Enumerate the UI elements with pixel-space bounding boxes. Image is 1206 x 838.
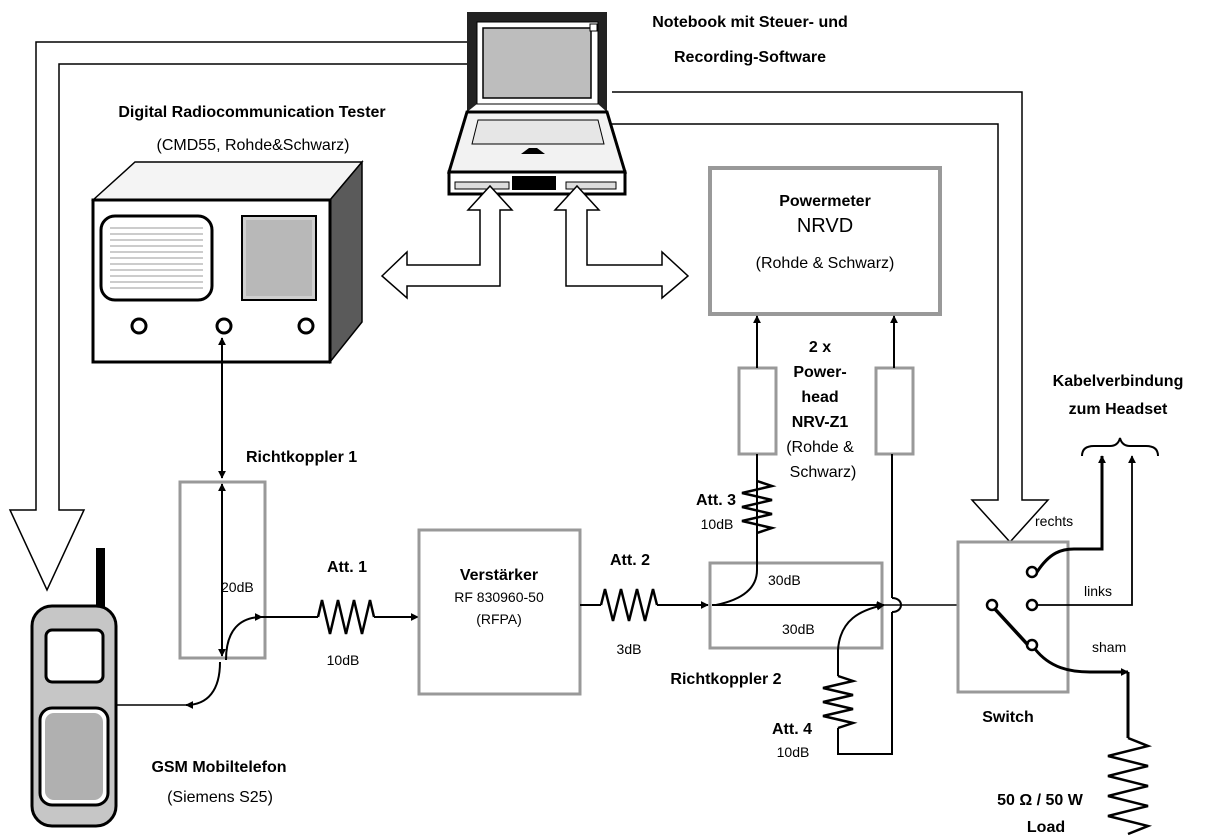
switch-terminal-rechts: [1025, 565, 1039, 579]
switch-terminal-links: [1025, 598, 1039, 612]
richtkoppler-1-coupling: 20dB: [221, 579, 254, 595]
att-3-label: Att. 3: [696, 492, 736, 509]
switch-sham-label: sham: [1092, 639, 1126, 655]
richtkoppler-2-coupling-bottom: 30dB: [782, 621, 815, 637]
headset-brace: [1081, 437, 1159, 457]
radiocommunication-tester-icon: [91, 159, 364, 365]
control-arrow-to-phone: [8, 41, 474, 592]
switch-box: [956, 540, 1070, 694]
tester-model: (CMD55, Rohde&Schwarz): [157, 137, 350, 154]
load-label-2: Load: [1027, 819, 1065, 836]
line-sham-load: [1033, 648, 1129, 676]
powermeter-model: NRVD: [797, 215, 853, 237]
switch-rechts-label: rechts: [1035, 513, 1073, 529]
powerhead-line-3: head: [801, 389, 838, 406]
powerhead-line-5: (Rohde &: [786, 439, 854, 456]
att-1-label: Att. 1: [327, 559, 367, 576]
powermeter-box: [708, 166, 942, 316]
powerhead-1-box: [737, 366, 778, 456]
coupler1-phone-path: [185, 661, 221, 709]
att-1-value: 10dB: [327, 652, 360, 668]
switch-terminal-sham: [1025, 638, 1039, 652]
switch-blade: [992, 606, 1030, 647]
att-2-label: Att. 2: [610, 552, 650, 569]
powerhead-line-1: 2 x: [809, 339, 831, 356]
amplifier-box: [417, 528, 582, 696]
switch-links-label: links: [1084, 583, 1112, 599]
line-att4-powerhead2: [837, 612, 893, 755]
line-rechts-headset: [1035, 455, 1106, 573]
kabel-label-2: zum Headset: [1069, 401, 1168, 418]
att-3-value: 10dB: [701, 516, 734, 532]
powerhead-2-box: [874, 366, 915, 456]
richtkoppler-2-label: Richtkoppler 2: [670, 671, 781, 688]
switch-common-terminal: [985, 598, 999, 612]
att-2-value: 3dB: [617, 641, 642, 657]
amplifier-model: RF 830960-50: [454, 589, 544, 605]
coupler2-forward-coupled: [715, 480, 758, 606]
powerhead-line-2: Power-: [793, 364, 846, 381]
load-resistor: [1107, 736, 1153, 836]
line-links-headset: [1037, 455, 1136, 606]
bus-arrow-notebook-powermeter: [553, 184, 690, 300]
att-1-resistor: [316, 599, 376, 635]
richtkoppler-1-label: Richtkoppler 1: [246, 449, 357, 466]
powermeter-maker: (Rohde & Schwarz): [756, 255, 895, 272]
notebook-icon: [446, 12, 628, 196]
phone-name: GSM Mobiltelefon: [151, 759, 286, 776]
load-label-1: 50 Ω / 50 W: [997, 792, 1084, 809]
amplifier-type: (RFPA): [476, 611, 522, 627]
att-4-resistor: [822, 674, 858, 730]
att-3-resistor: [741, 479, 777, 535]
mobile-phone-icon: [30, 548, 118, 828]
amplifier-title: Verstärker: [460, 567, 538, 584]
coupler2-reverse-coupled: [837, 602, 885, 676]
phone-model: (Siemens S25): [167, 789, 273, 806]
powermeter-title: Powermeter: [779, 193, 871, 210]
notebook-label-1: Notebook mit Steuer- und: [652, 14, 848, 31]
notebook-label-2: Recording-Software: [674, 49, 826, 66]
att-4-label: Att. 4: [772, 721, 812, 738]
tester-name: Digital Radiocommunication Tester: [118, 104, 385, 121]
switch-label: Switch: [982, 709, 1034, 726]
kabel-label-1: Kabelverbindung: [1053, 373, 1184, 390]
bus-arrow-tester-notebook: [380, 184, 514, 300]
att-2-resistor: [599, 588, 659, 622]
powerhead-line-6: Schwarz): [790, 464, 857, 481]
powerhead-line-4: NRV-Z1: [792, 414, 849, 431]
coupler1-coupled-path: [225, 613, 263, 661]
richtkoppler-2-coupling-top: 30dB: [768, 572, 801, 588]
att-4-value: 10dB: [777, 744, 810, 760]
